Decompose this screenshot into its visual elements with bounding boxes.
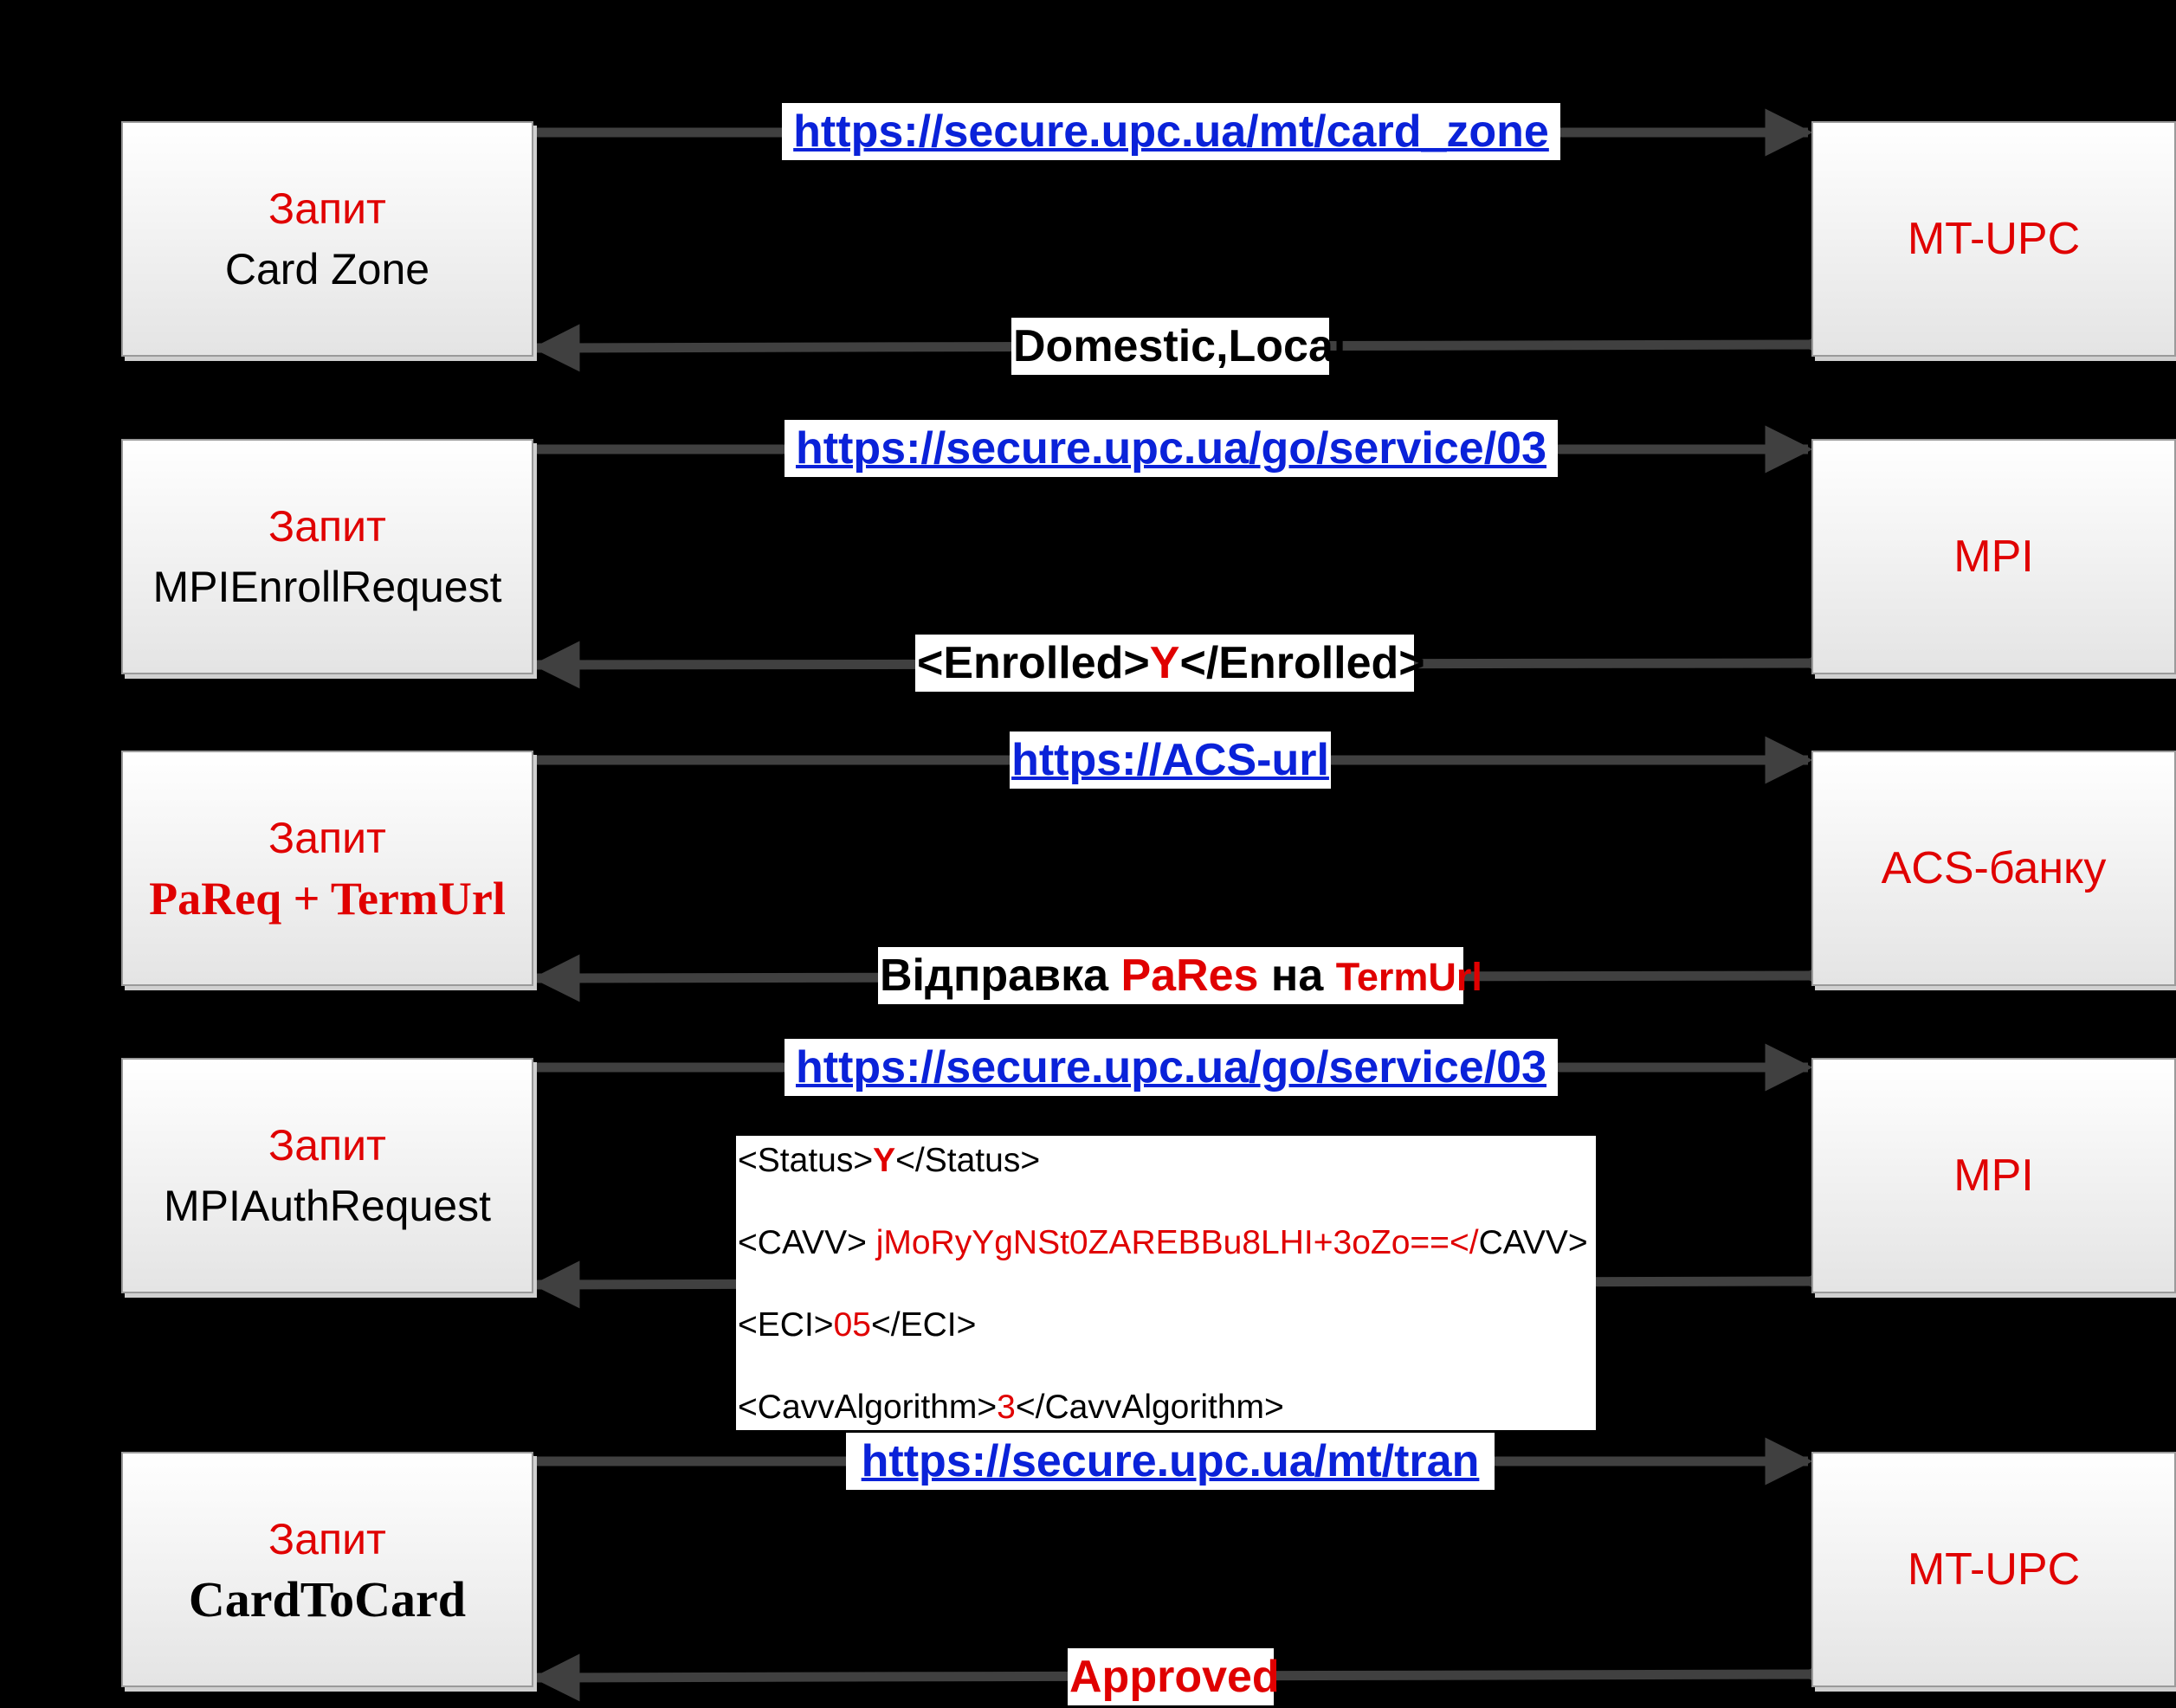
response-text: Domestic,Local bbox=[1013, 321, 1346, 371]
request-url-acs[interactable]: https://ACS-url bbox=[1010, 732, 1331, 789]
status-line: <Status>Y</Status> bbox=[738, 1142, 1041, 1179]
client-box-pareq: Запит PaReq + TermUrl bbox=[121, 751, 533, 986]
client-request-word: Запит bbox=[268, 1121, 386, 1170]
request-url-card-zone[interactable]: https://secure.upc.ua/mt/card_zone bbox=[782, 103, 1560, 160]
client-request-name: CardToCard bbox=[188, 1571, 467, 1627]
eci-line: <ECI>05</ECI> bbox=[738, 1306, 977, 1344]
response-label-approved: Approved bbox=[1068, 1648, 1280, 1705]
request-url-mpi-auth[interactable]: https://secure.upc.ua/go/service/03 bbox=[785, 1039, 1558, 1096]
server-name: MPI bbox=[1953, 1150, 2034, 1201]
client-request-name: MPIEnrollRequest bbox=[152, 563, 502, 611]
response-value: PaRes bbox=[1120, 951, 1259, 1001]
response-label-card-zone: Domestic,Local bbox=[1011, 318, 1346, 375]
server-name: MT-UPC bbox=[1907, 214, 2081, 264]
client-request-name: PaReq + TermUrl bbox=[149, 873, 506, 925]
server-box-mpi-2: MPI bbox=[1811, 1058, 2176, 1293]
server-box-mt-upc: MT-UPC bbox=[1811, 121, 2176, 357]
client-request-word: Запит bbox=[268, 1515, 386, 1563]
response-text: Відправка bbox=[880, 951, 1121, 1001]
response-value: Approved bbox=[1069, 1652, 1280, 1702]
response-value: TermUrl bbox=[1335, 955, 1482, 999]
server-name: MT-UPC bbox=[1907, 1544, 2081, 1595]
response-label-enrolled: <Enrolled>Y</Enrolled> bbox=[915, 635, 1425, 692]
cavv-algorithm-line: <CavvAlgorithm>3</CavvAlgorithm> bbox=[738, 1389, 1284, 1426]
client-box-mpi-auth: Запит MPIAuthRequest bbox=[121, 1058, 533, 1293]
response-value: Y bbox=[1149, 638, 1180, 688]
response-text: на bbox=[1258, 951, 1336, 1001]
response-text: <Enrolled> bbox=[917, 638, 1150, 688]
client-box-card-to-card: Запит CardToCard bbox=[121, 1452, 533, 1687]
request-url-tran[interactable]: https://secure.upc.ua/mt/tran bbox=[846, 1433, 1495, 1490]
response-text: </Enrolled> bbox=[1179, 638, 1425, 688]
cavv-line: <CAVV> jMoRyYgNSt0ZAREBBu8LHI+3oZo==</CA… bbox=[738, 1224, 1588, 1261]
server-name: MPI bbox=[1953, 532, 2034, 582]
server-box-mpi: MPI bbox=[1811, 439, 2176, 674]
request-url-mpi-enroll[interactable]: https://secure.upc.ua/go/service/03 bbox=[785, 420, 1558, 477]
response-xml-box: <Status>Y</Status> <CAVV> jMoRyYgNSt0ZAR… bbox=[736, 1136, 1596, 1430]
client-box-mpi-enroll: Запит MPIEnrollRequest bbox=[121, 439, 533, 674]
client-request-name: Card Zone bbox=[224, 245, 430, 293]
response-label-pares: Відправка PaRes на TermUrl bbox=[878, 947, 1482, 1004]
server-name: ACS-банку bbox=[1881, 843, 2107, 893]
client-request-word: Запит bbox=[268, 502, 386, 551]
client-request-word: Запит bbox=[268, 814, 386, 862]
client-box-card-zone: Запит Card Zone bbox=[121, 121, 533, 357]
server-box-mt-upc-2: MT-UPC bbox=[1811, 1452, 2176, 1687]
client-request-name: MPIAuthRequest bbox=[164, 1182, 491, 1230]
client-request-word: Запит bbox=[268, 184, 386, 233]
server-box-acs: ACS-банку bbox=[1811, 751, 2176, 986]
